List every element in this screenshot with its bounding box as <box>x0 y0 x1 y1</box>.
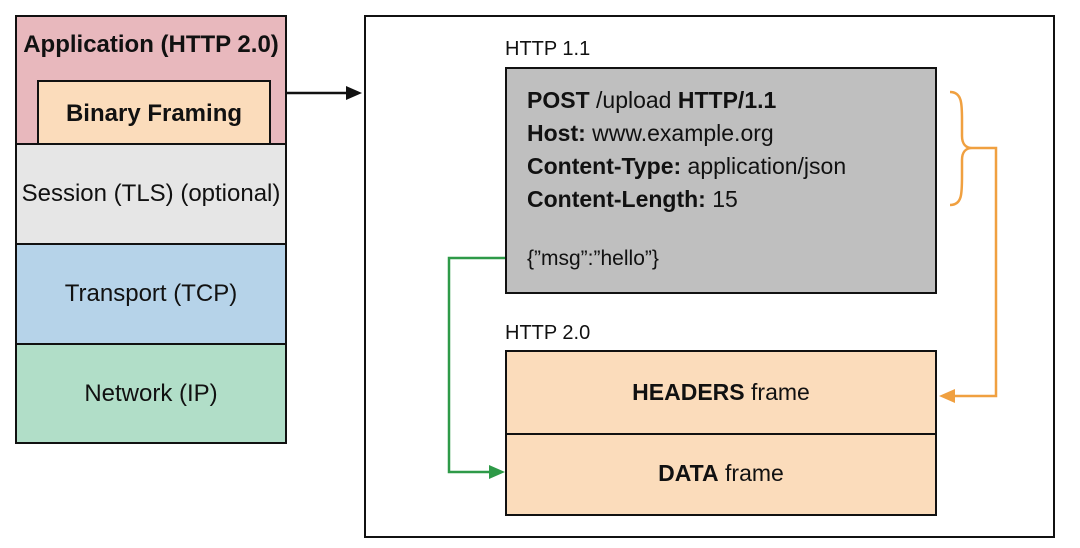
request-path: /upload <box>589 87 678 113</box>
content-type-value: application/json <box>681 153 847 179</box>
network-layer-label: Network (IP) <box>84 379 218 407</box>
http11-caption: HTTP 1.1 <box>505 38 591 60</box>
headers-brace-icon <box>949 90 973 207</box>
transport-layer: Transport (TCP) <box>15 243 287 345</box>
host-header-line: Host: www.example.org <box>527 120 774 147</box>
request-line: POST /upload HTTP/1.1 <box>527 87 776 114</box>
data-arrow <box>447 256 505 479</box>
content-length-value: 15 <box>705 186 738 212</box>
request-method: POST <box>527 87 590 113</box>
request-body: {”msg”:”hello”} <box>527 247 659 270</box>
headers-frame-type: HEADERS <box>632 379 745 405</box>
session-layer: Session (TLS) (optional) <box>15 143 287 245</box>
transport-layer-label: Transport (TCP) <box>64 280 238 307</box>
stack-to-panel-arrow <box>287 86 362 100</box>
http11-request-box: POST /upload HTTP/1.1 Host: www.example.… <box>505 67 937 294</box>
data-frame-suffix: frame <box>718 460 784 486</box>
headers-arrow <box>939 146 998 403</box>
data-frame: DATA frame <box>507 433 935 514</box>
http2-frames: HEADERS frame DATA frame <box>505 350 937 516</box>
host-header-key: Host: <box>527 120 586 146</box>
http2-caption: HTTP 2.0 <box>505 322 591 344</box>
session-layer-label: Session (TLS) (optional) <box>21 180 281 207</box>
data-frame-type: DATA <box>658 460 719 486</box>
request-version: HTTP/1.1 <box>677 87 777 113</box>
headers-frame: HEADERS frame <box>507 352 935 435</box>
application-layer-label: Application (HTTP 2.0) <box>23 31 279 58</box>
headers-frame-suffix: frame <box>744 379 810 405</box>
content-type-line: Content-Type: application/json <box>527 153 846 180</box>
host-header-value: www.example.org <box>585 120 774 146</box>
content-length-key: Content-Length: <box>527 186 706 212</box>
network-layer: Network (IP) <box>15 343 287 444</box>
content-length-line: Content-Length: 15 <box>527 186 738 213</box>
binary-framing-label: Binary Framing <box>65 100 243 127</box>
content-type-key: Content-Type: <box>527 153 682 179</box>
